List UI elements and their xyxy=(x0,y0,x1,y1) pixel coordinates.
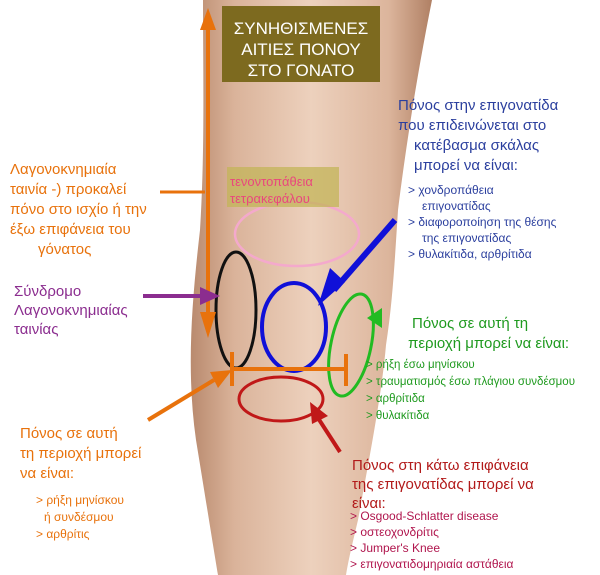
it-band-syndrome-arrow xyxy=(143,287,220,305)
inner-area-items: > ρήξη μηνίσκου ή συνδέσμου > αρθρίτις xyxy=(36,493,124,541)
kneecap-arrow xyxy=(318,218,398,306)
tendon-label: τενοντοπάθεια τετρακεφάλου xyxy=(230,174,313,206)
inner-area-arrow xyxy=(146,370,232,422)
kneecap-stairs-items: > χονδροπάθεια επιγονατίδας > διαφοροποί… xyxy=(408,183,557,261)
it-band-syndrome-text: Σύνδρομο Λαγονοκνημιαίας ταινίας xyxy=(14,283,128,338)
below-kneecap-marker xyxy=(237,375,325,423)
it-band-length-arrow xyxy=(200,8,216,338)
joint-line-bracket xyxy=(230,352,348,386)
tendon-label-box xyxy=(227,167,339,207)
page-title: ΣΥΝΗΘΙΣΜΕΝΕΣ ΑΙΤΙΕΣ ΠΟΝΟΥ ΣΤΟ ΓΟΝΑΤΟ xyxy=(233,19,369,80)
below-kneecap-arrow xyxy=(310,402,342,454)
lateral-area-marker xyxy=(327,292,375,398)
title-box xyxy=(222,6,380,82)
kneecap-stairs-heading: Πόνος στην επιγονατίδα που επιδεινώνεται… xyxy=(398,97,559,174)
below-kneecap-heading: Πόνος στη κάτω επιφάνεια της επιγονατίδα… xyxy=(352,457,534,512)
lateral-area-arrow xyxy=(367,308,382,328)
it-band-pain-text: Λαγονοκνημιαία ταινία -) προκαλεί πόνο σ… xyxy=(10,161,147,258)
lateral-area-heading: Πόνος σε αυτή τη περιοχή μπορεί να είναι… xyxy=(408,315,570,352)
lateral-area-items: > ρήξη έσω μηνίσκου > τραυματισμός έσω π… xyxy=(366,359,575,422)
below-kneecap-items: > Osgood-Schlatter disease > οστεοχονδρί… xyxy=(350,509,514,571)
inner-area-heading: Πόνος σε αυτή τη περιοχή μπορεί να είναι… xyxy=(20,425,142,482)
